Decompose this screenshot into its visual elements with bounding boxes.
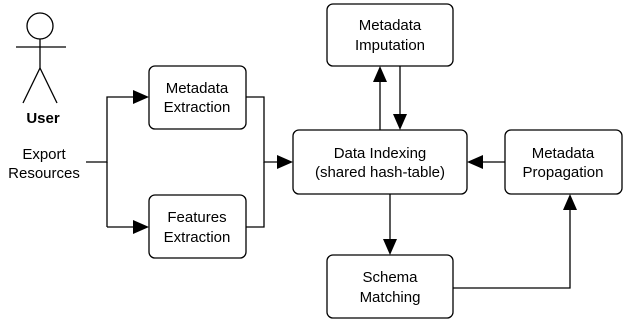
node-metadata-propagation-line2: Propagation bbox=[523, 164, 604, 181]
edges bbox=[86, 66, 577, 289]
arrowhead-metadata-imputation bbox=[373, 66, 387, 82]
arrowhead-data-indexing-right bbox=[467, 155, 483, 169]
node-schema-matching-line2: Matching bbox=[360, 289, 421, 306]
node-metadata-imputation-line2: Imputation bbox=[355, 37, 425, 54]
arrowhead-metadata-propagation bbox=[563, 194, 577, 210]
node-data-indexing: Data Indexing (shared hash-table) bbox=[292, 129, 468, 195]
node-metadata-propagation: Metadata Propagation bbox=[504, 129, 623, 195]
edge-export-to-metadata-extraction bbox=[86, 96, 139, 163]
node-metadata-imputation: Metadata Imputation bbox=[326, 3, 454, 67]
edge-schema-matching-to-metadata-propagation bbox=[453, 205, 571, 289]
node-data-indexing-line1: Data Indexing bbox=[334, 145, 427, 162]
node-features-extraction-line2: Extraction bbox=[164, 229, 231, 246]
node-data-indexing-line2: (shared hash-table) bbox=[315, 164, 445, 181]
edge-features-extraction-to-data-indexing bbox=[246, 162, 265, 228]
export-resources-line2: Resources bbox=[8, 165, 80, 182]
node-schema-matching-line1: Schema bbox=[362, 269, 418, 286]
edge-metadata-extraction-to-data-indexing bbox=[246, 96, 282, 163]
stick-figure-icon bbox=[16, 12, 66, 104]
export-resources-label: Export Resources bbox=[8, 146, 80, 182]
node-metadata-extraction-line2: Extraction bbox=[164, 99, 231, 116]
arrowhead-schema-matching bbox=[383, 239, 397, 255]
arrowhead-data-indexing-left bbox=[277, 155, 293, 169]
export-resources-line1: Export bbox=[22, 146, 66, 163]
node-features-extraction: Features Extraction bbox=[148, 194, 247, 259]
node-metadata-propagation-line1: Metadata bbox=[532, 145, 595, 162]
arrowhead-features-extraction bbox=[133, 220, 149, 234]
node-metadata-imputation-line1: Metadata bbox=[359, 17, 422, 34]
node-metadata-extraction: Metadata Extraction bbox=[148, 65, 247, 130]
node-features-extraction-line1: Features bbox=[167, 209, 226, 226]
node-schema-matching: Schema Matching bbox=[326, 254, 454, 319]
actor-label: User bbox=[26, 110, 60, 127]
node-metadata-extraction-line1: Metadata bbox=[166, 80, 229, 97]
arrowhead-data-indexing-top bbox=[393, 114, 407, 130]
arrowhead-metadata-extraction bbox=[133, 90, 149, 104]
